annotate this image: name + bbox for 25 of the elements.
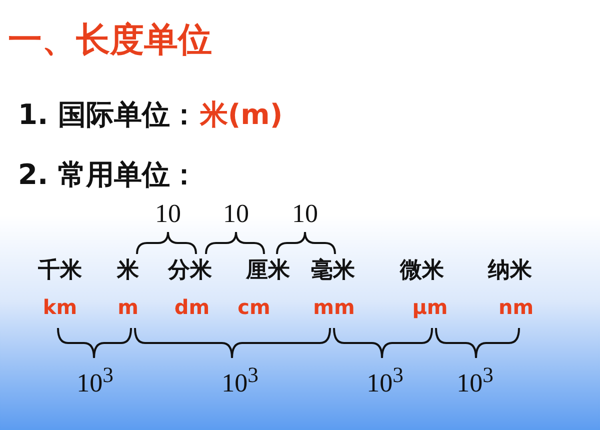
- conversion-factor: 10: [292, 200, 318, 229]
- unit-symbol: km: [42, 296, 78, 318]
- unit-name: 纳米: [488, 259, 532, 284]
- conversion-factor: 10$^{3}$: [76, 364, 114, 398]
- unit-name: 米: [117, 259, 139, 284]
- section-heading: 2. 常用单位：: [18, 160, 198, 191]
- unit-symbol: m: [118, 296, 138, 318]
- conversion-factor: 10: [223, 200, 249, 229]
- unit-symbol: mm: [313, 296, 355, 318]
- unit-name: 千米: [38, 259, 82, 284]
- slide-title: 一、长度单位: [8, 22, 212, 60]
- unit-symbol: μm: [412, 296, 448, 318]
- unit-name: 微米: [400, 259, 444, 284]
- unit-name: 厘米: [246, 259, 290, 284]
- unit-symbol: cm: [238, 296, 270, 318]
- conversion-factor: 10: [155, 200, 181, 229]
- unit-name: 分米: [168, 259, 212, 284]
- unit-name: 毫米: [311, 259, 355, 284]
- unit-symbol: dm: [174, 296, 210, 318]
- unit-symbol: nm: [498, 296, 534, 318]
- conversion-factor: 10$^{3}$: [366, 364, 404, 398]
- conversion-factor: 10$^{3}$: [456, 364, 494, 398]
- section-heading: 1. 国际单位：: [18, 100, 198, 131]
- unit-symbol: 米(m): [200, 100, 283, 131]
- conversion-factor: 10$^{3}$: [222, 364, 258, 398]
